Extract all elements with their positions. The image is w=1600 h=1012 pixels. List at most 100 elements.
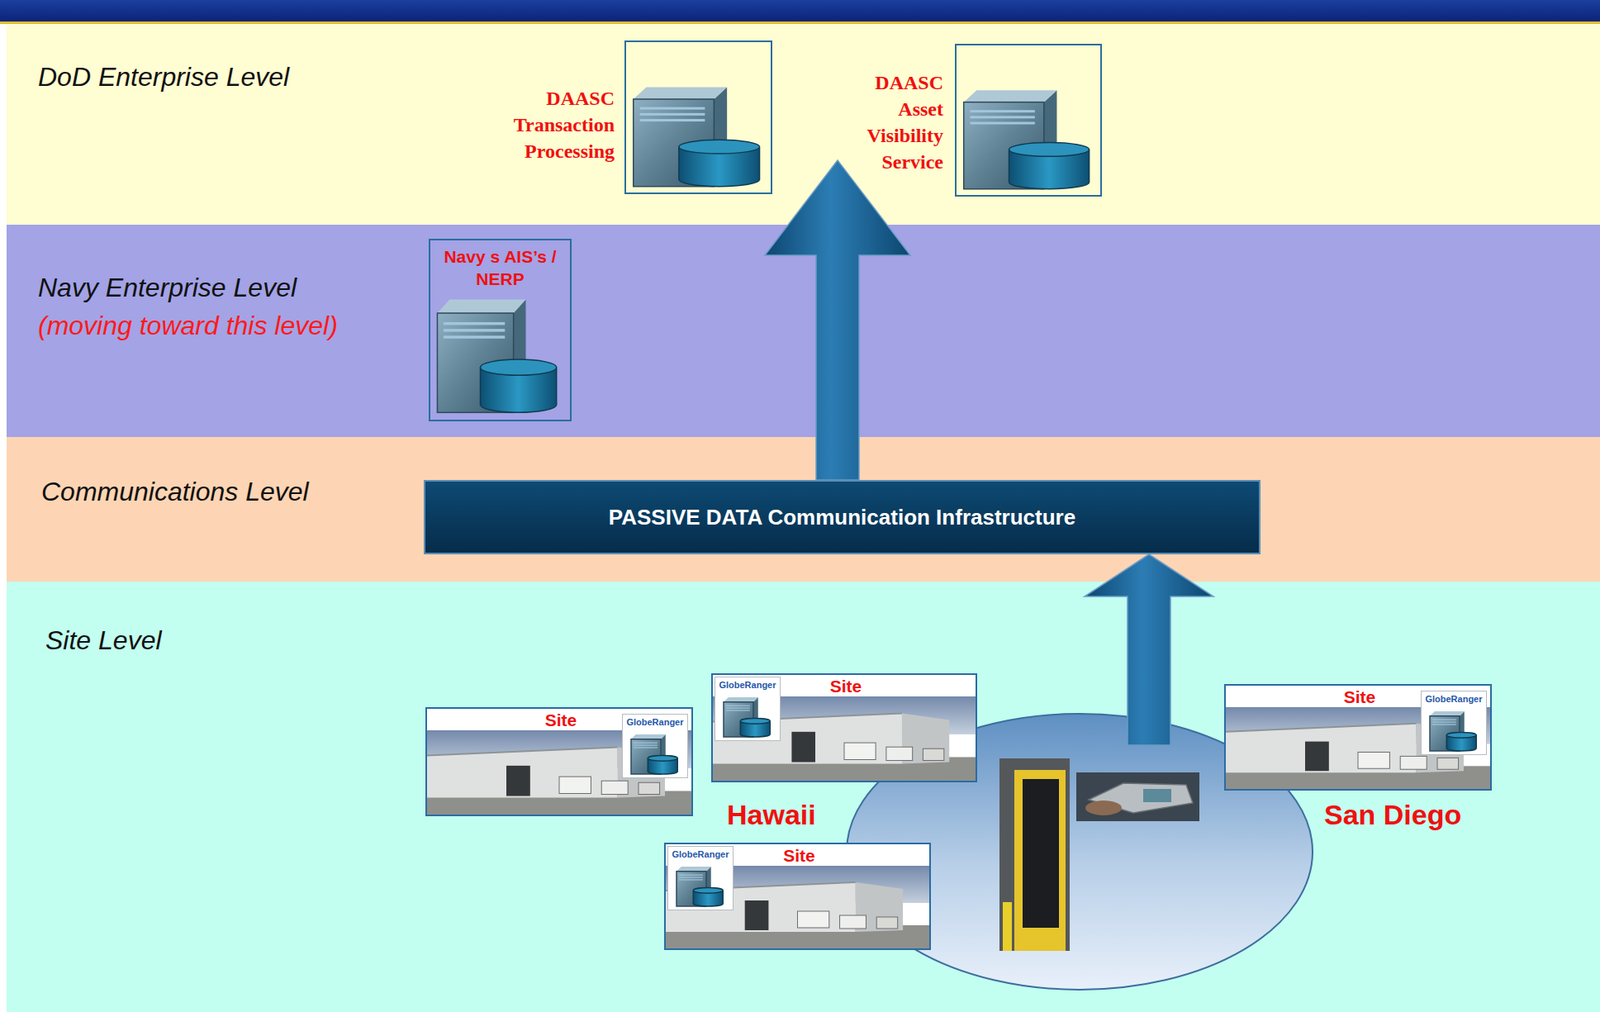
disk-top (647, 754, 678, 761)
flow-arrow (764, 160, 911, 480)
level-band: Communications LevelPASSIVE DATA Communi… (6, 436, 1600, 582)
disk-edge (647, 758, 650, 772)
portal-photo (999, 758, 1070, 951)
disk-edge (759, 147, 761, 181)
level-label: Site Level (45, 624, 162, 656)
roof-line (427, 746, 618, 755)
navy-band-ground (6, 224, 1600, 437)
server-frame (624, 40, 773, 195)
header-bar (0, 0, 1600, 22)
server-vent (633, 746, 658, 748)
server-vent (726, 707, 751, 708)
warehouse-door (745, 900, 770, 931)
disk-top (693, 887, 723, 893)
disk-edge (769, 721, 772, 735)
server-icon (626, 42, 771, 193)
truck (922, 748, 944, 760)
server-vent (640, 118, 706, 122)
truck (797, 911, 830, 928)
truck (1437, 757, 1459, 770)
node-label: PASSIVE DATA Communication Infrastructur… (608, 504, 1076, 531)
level-label: DoD Enterprise Level (37, 61, 290, 93)
region-label: Hawaii (726, 797, 817, 831)
disk-top (740, 717, 770, 724)
header-rule (0, 21, 1600, 24)
warehouse-wall (1225, 723, 1416, 773)
node-label: DAASC Transaction Processing (492, 85, 615, 165)
level-band: Site LevelGlobeRangerSiteGlobeRangerSite… (6, 581, 1600, 1012)
server-top (676, 866, 712, 872)
truck (1357, 751, 1390, 769)
disk-edge (479, 367, 482, 405)
server-top (633, 87, 727, 100)
logo-wordmark: GlobeRanger (622, 716, 688, 727)
logo-wordmark: GlobeRanger (1421, 693, 1487, 704)
logo-wordmark: GlobeRanger (715, 679, 780, 690)
disk-edge (1008, 149, 1011, 182)
site-band-ground (6, 581, 1600, 1012)
disk-edge (1088, 149, 1091, 182)
flow-arrow (1084, 554, 1214, 746)
server-top (631, 734, 666, 740)
truck (601, 780, 628, 794)
disk-edge (693, 890, 695, 904)
server-icon (430, 240, 570, 420)
server-vent (633, 742, 658, 744)
globeranger-logo: GlobeRanger (714, 676, 781, 741)
server-vent (1432, 719, 1457, 721)
level-label: (moving toward this level) (37, 309, 338, 342)
server-vent (678, 874, 703, 876)
disk-edge (1446, 735, 1449, 749)
server-node: Navy s AIS’s / NERP (428, 238, 572, 422)
level-label: Communications Level (41, 475, 309, 508)
site-label: Site (712, 675, 979, 698)
server-vent (640, 113, 706, 116)
disk-edge (740, 721, 742, 735)
infrastructure-bar: PASSIVE DATA Communication Infrastructur… (423, 479, 1261, 555)
server-vent (970, 109, 1036, 113)
site-photo: GlobeRangerSite (425, 707, 694, 817)
site-photo: GlobeRangerSite (664, 842, 931, 950)
globeranger-logo: GlobeRanger (1420, 690, 1487, 755)
truck (840, 915, 867, 929)
server-vent (443, 322, 505, 325)
server-node: DAASC Transaction Processing (492, 40, 773, 195)
disk-edge (555, 367, 558, 405)
globeranger-logo: GlobeRanger (667, 845, 734, 911)
logo-wordmark: GlobeRanger (668, 849, 733, 860)
server-top (436, 299, 526, 314)
warehouse-door (791, 731, 816, 763)
portal-panel (1022, 778, 1059, 928)
server-vent (443, 328, 505, 332)
server-node: DAASC Asset Visibility Service (842, 43, 1102, 197)
disk-top (1446, 731, 1477, 738)
server-vent (640, 107, 706, 110)
server-vent (443, 335, 505, 338)
site-label: Site (427, 709, 695, 732)
server-vent (1432, 721, 1457, 722)
level-band: DoD Enterprise LevelDAASC Transaction Pr… (6, 24, 1600, 225)
dod-band-ground (6, 24, 1600, 225)
warehouse-wall (427, 746, 618, 798)
level-label: Navy Enterprise Level (37, 271, 297, 304)
server-vent (970, 122, 1036, 125)
disk-top (1009, 142, 1090, 157)
site-photo: GlobeRangerSite (711, 673, 978, 783)
server-top (1429, 711, 1465, 717)
roof-line (1225, 723, 1416, 732)
server-vent (633, 744, 658, 746)
server-vent (726, 709, 751, 711)
truck (876, 916, 898, 929)
node-label: DAASC Asset Visibility Service (842, 69, 944, 176)
scanner-screen (1143, 788, 1172, 803)
site-label: Site (665, 845, 933, 867)
server-vent (970, 115, 1036, 119)
truck (886, 746, 913, 760)
site-photo: GlobeRangerSite (1224, 683, 1492, 791)
region-label: San Diego (1324, 797, 1462, 831)
disk-edge (1476, 735, 1478, 749)
disk-edge (722, 890, 725, 904)
level-band: Navy Enterprise Level (moving toward this… (6, 224, 1600, 437)
server-frame (954, 43, 1102, 197)
